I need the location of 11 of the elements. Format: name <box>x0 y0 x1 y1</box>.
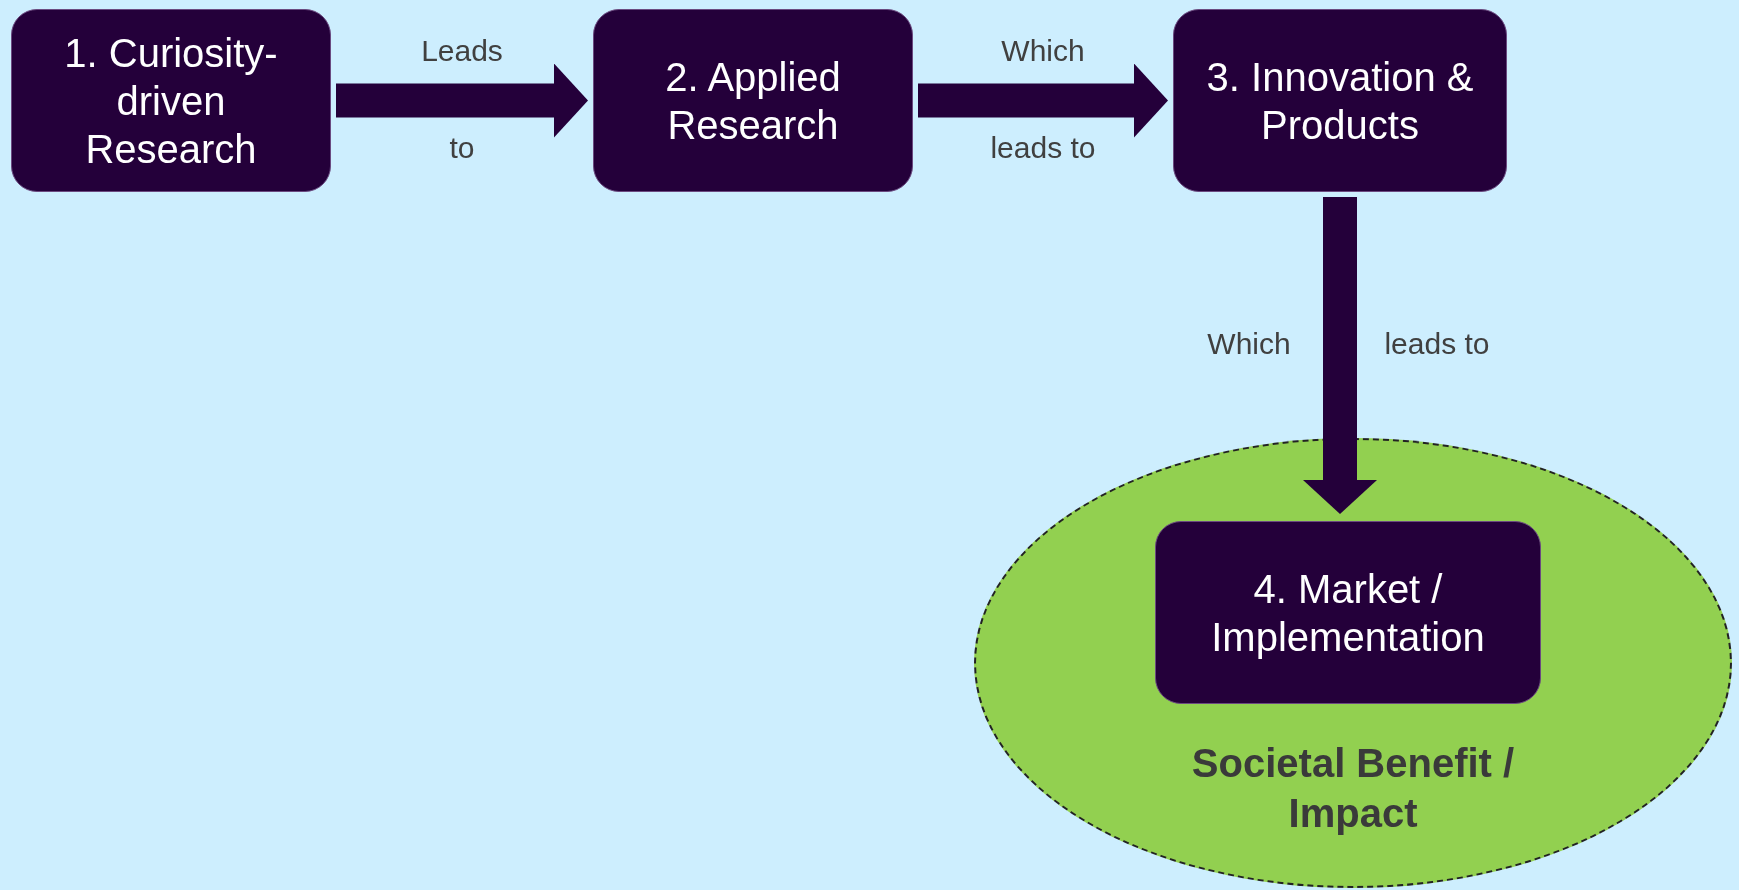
ellipse-heading: Societal Benefit / Impact <box>1190 740 1516 837</box>
block-arrow <box>1303 197 1377 514</box>
process-box: 2. Applied Research <box>593 9 913 192</box>
edge-label: Leads to <box>420 32 504 166</box>
process-box: 4. Market / Implementation <box>1155 521 1541 704</box>
process-box: 3. Innovation & Products <box>1173 9 1507 192</box>
edge-label: Which leads to <box>1206 325 1491 362</box>
edge-label: Which leads to <box>989 32 1097 166</box>
process-box: 1. Curiosity-driven Research <box>11 9 331 192</box>
block-arrow <box>918 63 1168 138</box>
block-arrow <box>336 63 588 138</box>
